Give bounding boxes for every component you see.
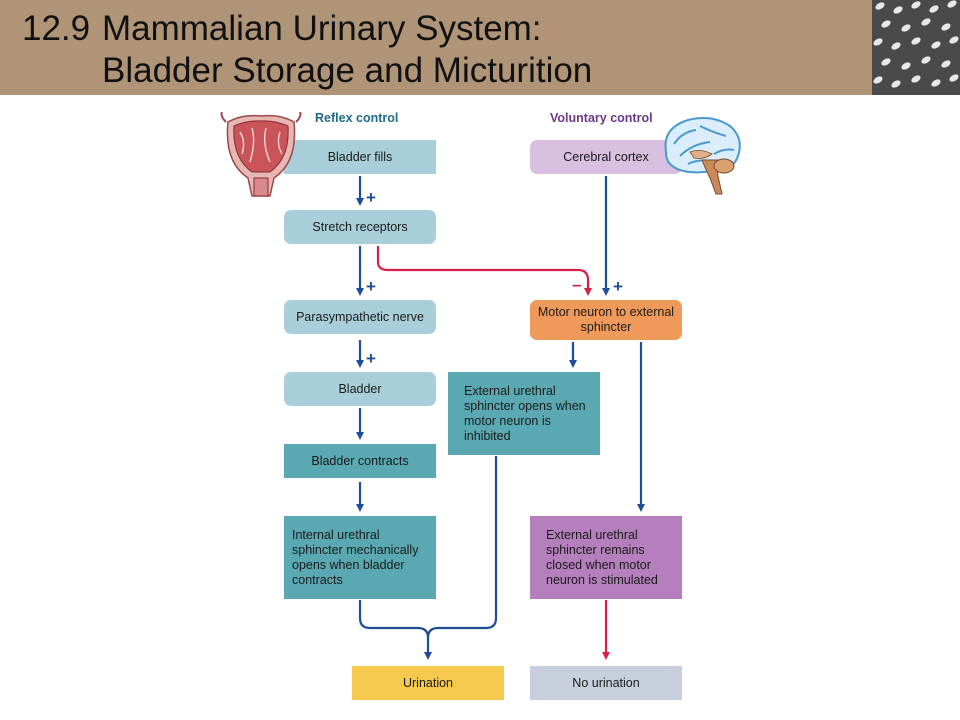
plus-sign: + — [613, 277, 623, 296]
minus-sign: – — [572, 275, 582, 294]
plus-sign: + — [366, 277, 376, 296]
slide-title: 12.9 Mammalian Urinary System: Bladder St… — [22, 8, 592, 92]
arrow-internal-to-urination — [358, 600, 432, 660]
title-number: 12.9 — [22, 9, 91, 48]
title-line-2: Bladder Storage and Micturition — [102, 51, 593, 90]
bladder-node: Bladder — [284, 372, 436, 406]
external-sphincter-closed-node: External urethral sphincter remains clos… — [530, 516, 682, 599]
brain-illustration-icon — [664, 117, 741, 195]
cerebral-cortex-node: Cerebral cortex — [530, 140, 682, 174]
plus-sign: + — [366, 349, 376, 368]
parasympathetic-nerve-node: Parasympathetic nerve — [284, 300, 436, 334]
title-bar: 12.9 Mammalian Urinary System: Bladder St… — [0, 0, 960, 95]
title-line-1: Mammalian Urinary System: — [102, 9, 542, 48]
bladder-contracts-node: Bladder contracts — [284, 444, 436, 478]
stretch-receptors-node: Stretch receptors — [284, 210, 436, 244]
plus-sign: + — [366, 188, 376, 207]
motor-neuron-node: Motor neuron to external sphincter — [530, 300, 682, 340]
arrow-opens-to-urination — [426, 456, 498, 639]
external-sphincter-opens-node: External urethral sphincter opens when m… — [448, 372, 600, 455]
bladder-fills-node: Bladder fills — [284, 140, 436, 174]
reflex-control-heading: Reflex control — [315, 111, 399, 125]
voluntary-control-heading: Voluntary control — [550, 111, 653, 125]
no-urination-node: No urination — [530, 666, 682, 700]
arrow-receptors-inhibit-motor — [376, 246, 592, 296]
internal-sphincter-node: Internal urethral sphincter mechanically… — [284, 516, 436, 599]
bladder-illustration-icon — [220, 112, 302, 197]
feather-pattern-icon — [872, 0, 960, 95]
urination-node: Urination — [352, 666, 504, 700]
